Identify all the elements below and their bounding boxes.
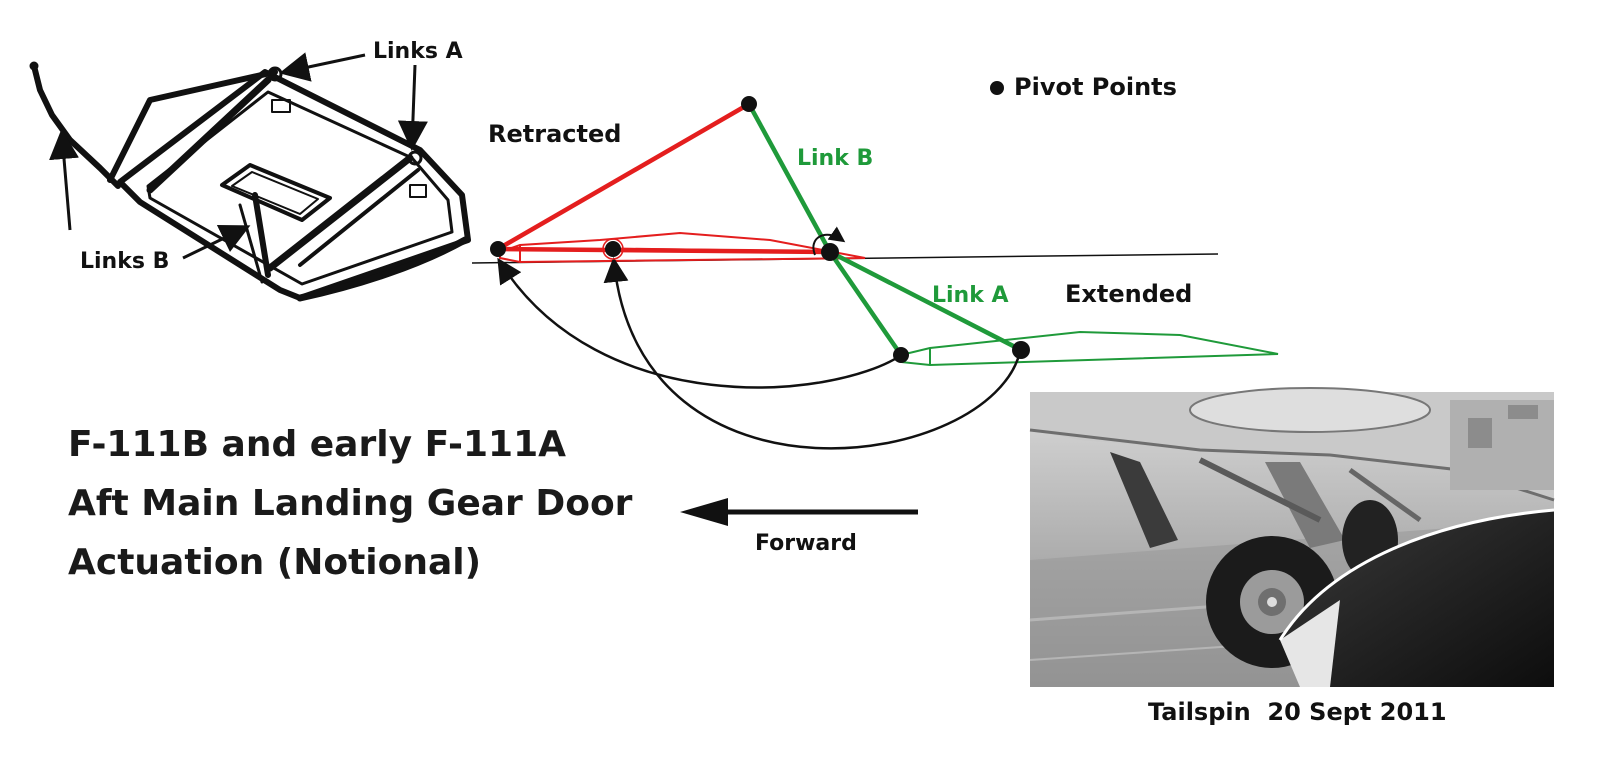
pivot-point — [741, 96, 757, 112]
links-a-arrow-right — [397, 64, 428, 151]
extended-label: Extended — [1065, 280, 1192, 308]
pivot-points — [490, 96, 1030, 363]
pivot-point — [821, 243, 839, 261]
forward-arrowhead — [680, 498, 728, 526]
pivot-point — [1012, 341, 1030, 359]
title-line-1: F-111B and early F-111A — [68, 424, 566, 465]
pivot-legend-dot — [990, 81, 1004, 95]
extended-linkage — [747, 102, 1279, 367]
links-b-arrow-right — [182, 224, 251, 260]
links-a-label: Links A — [373, 39, 463, 64]
title-line-3: Actuation (Notional) — [68, 542, 481, 583]
link-a-label: Link A — [932, 283, 1009, 308]
door-sketch — [29, 61, 471, 302]
links-b-label: Links B — [80, 249, 169, 274]
pivot-point — [605, 241, 621, 257]
pivot-point — [490, 241, 506, 257]
retracted-label: Retracted — [488, 120, 621, 148]
links-b-arrow-up — [49, 129, 79, 231]
title-line-2: Aft Main Landing Gear Door — [68, 483, 633, 524]
arc-outer — [497, 257, 901, 389]
arc-inner — [603, 257, 1022, 450]
links-a-arrow-left — [279, 52, 366, 82]
pivot-points-label: Pivot Points — [1014, 73, 1177, 101]
link-b-label: Link B — [797, 146, 873, 171]
pivot-point — [893, 347, 909, 363]
extended-door-outline — [900, 330, 1279, 367]
rotation-marker — [812, 226, 846, 256]
landing-gear-photo — [1029, 387, 1555, 687]
forward-label: Forward — [755, 531, 857, 556]
photo-credit: Tailspin 20 Sept 2011 — [1148, 698, 1447, 726]
